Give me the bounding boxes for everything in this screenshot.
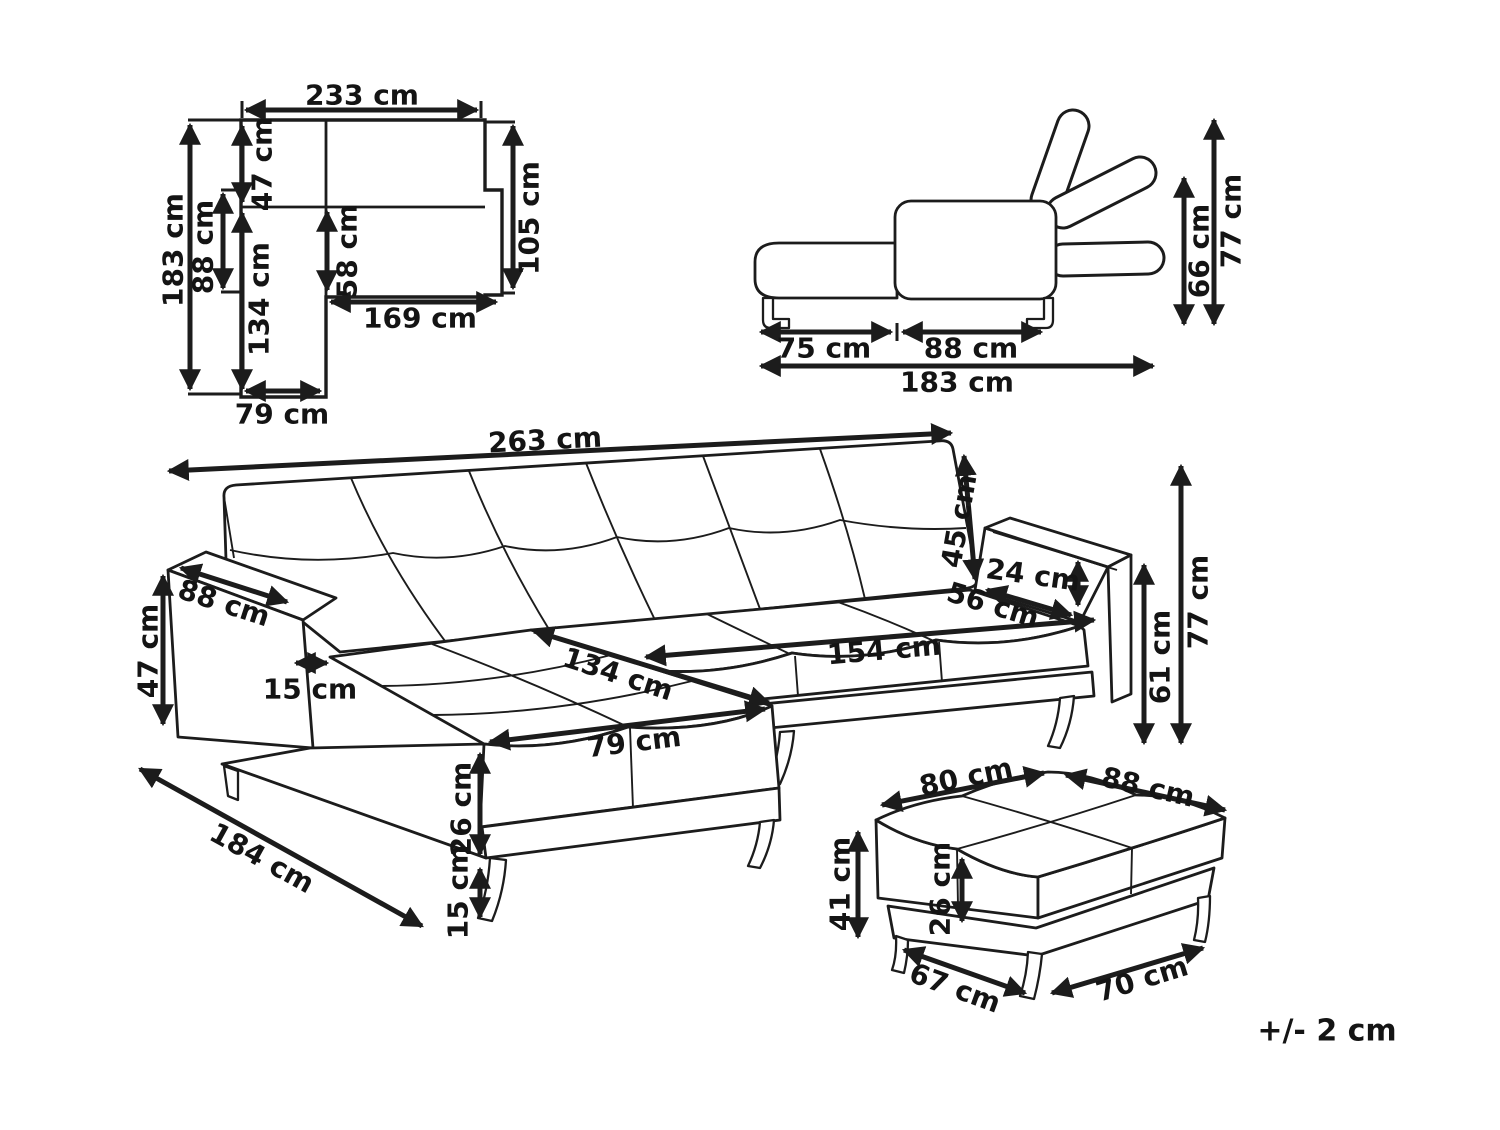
sideview-right-leg (1025, 296, 1055, 330)
dim-label-15-armrest: 15 cm (263, 673, 358, 706)
dim-label-183-plan: 183 cm (157, 193, 190, 307)
dim-arrow-184 (138, 766, 424, 929)
dim-arrow-79-chaise (487, 700, 768, 751)
sofa-backrest-seams (229, 448, 967, 642)
dim-label-61: 61 cm (1144, 610, 1177, 705)
dim-arrow-134-chaise (531, 626, 772, 708)
dim-label-26-chaise: 26 cm (445, 762, 478, 857)
chaise-armrest-leg (222, 764, 240, 802)
backrest-position-upright (1029, 108, 1091, 218)
ottoman-view: 80 cm 88 cm 41 cm 26 cm 67 cm 70 cm (824, 751, 1228, 1020)
dim-arrow-67 (901, 946, 1028, 997)
dim-arrow-88-armrest (178, 563, 290, 607)
dim-label-105-plan: 105 cm (513, 161, 546, 275)
sideview-chaise (753, 241, 899, 300)
backrest-position-flat (1045, 240, 1166, 278)
sideview-body (893, 199, 1058, 301)
side-view: 75 cm 88 cm 183 cm 66 cm 77 cm (753, 108, 1248, 399)
dim-label-77-main: 77 cm (1182, 555, 1215, 650)
dim-arrow-263 (166, 422, 954, 482)
dim-arrow-70 (1049, 943, 1206, 998)
dim-label-26-ottoman: 26 cm (924, 842, 957, 937)
right-armrest-front (1106, 553, 1133, 704)
dim-label-47-armrest: 47 cm (132, 604, 165, 699)
dim-label-47-plan: 47 cm (246, 117, 279, 212)
dim-label-134-plan: 134 cm (243, 242, 276, 356)
dim-label-79-plan: 79 cm (235, 398, 330, 431)
dim-label-15-leg: 15 cm (442, 845, 475, 940)
floor-plan-view: 233 cm 183 cm 47 cm 88 cm 134 cm 58 cm 1… (157, 79, 546, 431)
perspective-view: 263 cm 88 cm 47 cm 15 cm 134 cm 79 cm 26… (132, 421, 1215, 940)
dim-label-66: 66 cm (1183, 204, 1216, 299)
dim-label-233: 233 cm (305, 79, 419, 112)
dim-arrow-88-ottoman (1063, 768, 1228, 817)
sideview-left-leg (761, 296, 791, 330)
dim-label-183-side: 183 cm (900, 366, 1014, 399)
backrest-position-reclined (1045, 155, 1158, 230)
dim-label-41: 41 cm (824, 837, 857, 932)
floorplan-outline (239, 118, 504, 399)
tolerance-note: +/- 2 cm (1257, 1014, 1396, 1049)
backrest-left-edge (223, 496, 235, 559)
dim-label-70: 70 cm (1092, 949, 1192, 1008)
dim-label-169-plan: 169 cm (363, 302, 477, 335)
dim-label-88-plan: 88 cm (187, 200, 220, 295)
dim-arrow-154 (643, 610, 1097, 667)
dim-label-75: 75 cm (777, 332, 872, 365)
dim-label-77-side: 77 cm (1215, 174, 1248, 269)
dim-label-263: 263 cm (487, 421, 603, 460)
right-armrest-piping (992, 531, 1118, 571)
dim-arrow-45 (954, 453, 985, 582)
dim-label-88-side: 88 cm (924, 332, 1019, 365)
dim-label-58-plan: 58 cm (331, 204, 364, 299)
dim-arrow-80 (879, 766, 1047, 812)
